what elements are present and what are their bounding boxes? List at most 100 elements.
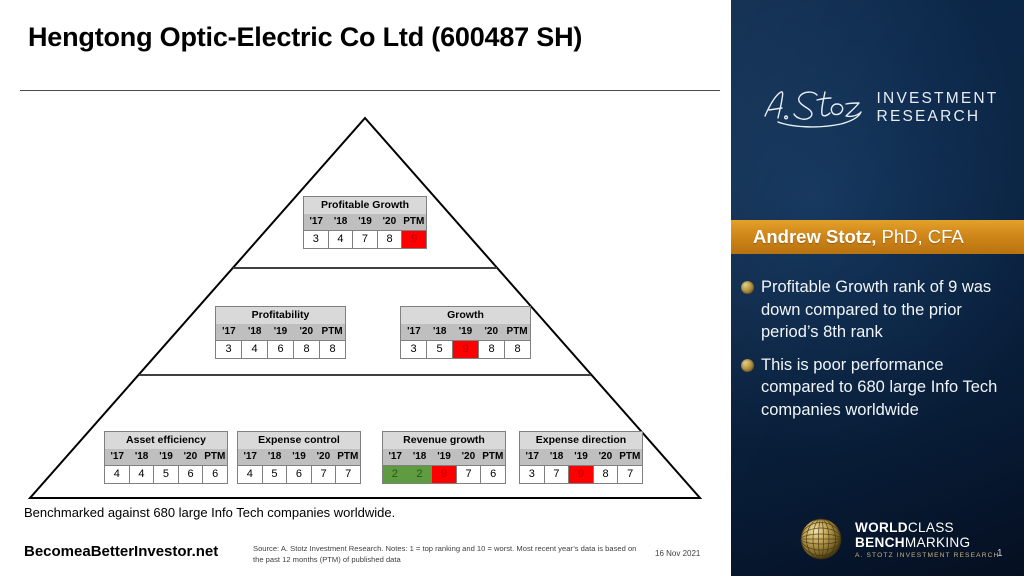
sphere-bullet-icon [741,358,754,372]
metric-year-header: '19 [292,451,306,462]
metric-year-header: '20 [484,326,499,337]
metric-year-header-row: '17 '18 '19 '20 PTM [105,449,227,465]
metric-value-cell: 8 [505,340,530,358]
metric-year-header: '19 [574,451,588,462]
metric-year-header: '17 [222,326,236,337]
a-stotz-signature-icon [763,91,862,128]
metric-value-cell: 2 [383,465,408,483]
metric-year-header: '20 [382,216,397,227]
brand-logo: INVESTMENT RESEARCH [731,72,1024,144]
metric-year-header-row: '17 '18 '19 '20 PTM [383,449,505,465]
metric-value-cell: 7 [336,465,360,483]
metric-year-header: '20 [183,451,198,462]
metric-year-header: '20 [598,451,613,462]
metric-year-header: '18 [333,216,348,227]
page-title: Hengtong Optic-Electric Co Ltd (600487 S… [28,22,583,52]
metric-value-cell: 8 [320,340,345,358]
slide-main-area: Hengtong Optic-Electric Co Ltd (600487 S… [20,22,720,564]
metric-value-cell: 7 [353,230,378,248]
bullet-text: Profitable Growth rank of 9 was down com… [761,278,992,341]
metric-year-header: '19 [458,326,473,337]
metric-year-header: '17 [243,451,257,462]
brand-line-research: RESEARCH [876,108,981,125]
brand-line-investment: INVESTMENT [876,89,999,107]
worldclass-benchmarking-logo: WORLDCLASS BENCHMARKING A. STOTZ INVESTM… [796,514,999,564]
list-item: Profitable Growth rank of 9 was down com… [741,276,1021,344]
sphere-bullet-icon [741,281,754,294]
sidebar-panel: INVESTMENT RESEARCH [731,0,1024,576]
metric-value-cell: 7 [618,465,642,483]
title-divider-rule [20,90,720,91]
page-number: 1 [997,548,1003,559]
metric-year-header: '17 [388,451,402,462]
metric-year-header: '18 [267,451,282,462]
metric-year-header: '19 [358,216,372,227]
metric-value-cell: 5 [262,465,288,483]
metric-year-header: PTM [482,451,504,462]
metric-value-cell: 3 [304,230,329,248]
metric-box-title: Profitability [216,307,345,324]
metric-year-header: '18 [134,451,149,462]
metric-value-cell: 4 [129,465,155,483]
metric-value-cell: 6 [268,340,294,358]
metric-value-cell: 6 [481,465,505,483]
metric-value-cell: 9 [402,230,426,248]
metric-value-cell: 2 [407,465,433,483]
metric-year-header: '18 [412,451,427,462]
metric-year-header: '18 [432,326,447,337]
metric-box-title: Expense direction [520,432,642,449]
metric-year-header: '19 [159,451,173,462]
metric-value-cell: 4 [238,465,263,483]
wcb-line-benchmarking: BENCHMARKING [855,535,999,550]
metric-year-header: PTM [506,326,528,337]
metric-year-header: PTM [321,326,343,337]
presenter-credentials: PhD, CFA [876,226,964,247]
metric-value-cell: 9 [453,340,479,358]
metric-value-cell: 8 [593,465,619,483]
metric-year-header: PTM [204,451,226,462]
worldclass-wordmark: WORLDCLASS BENCHMARKING A. STOTZ INVESTM… [855,520,999,559]
metric-year-header: '17 [309,216,323,227]
metric-value-cell: 8 [377,230,403,248]
metric-year-header: '20 [461,451,476,462]
metric-value-cell: 6 [178,465,204,483]
metric-year-header: '18 [549,451,564,462]
wcb-word-bench: BENCH [855,534,905,550]
metric-value-cell: 3 [401,340,427,358]
metric-year-header: '19 [437,451,451,462]
metric-box-title: Profitable Growth [304,197,426,214]
metric-box-title: Revenue growth [383,432,505,449]
metric-value-cell: 3 [520,465,545,483]
benchmark-note: Benchmarked against 680 large Info Tech … [24,505,396,520]
metric-value-cell: 7 [311,465,337,483]
metric-value-cell: 3 [216,340,242,358]
slide-date: 16 Nov 2021 [655,549,701,558]
metric-value-cell: 5 [154,465,179,483]
metric-value-cell: 4 [105,465,130,483]
metric-year-header: '17 [525,451,539,462]
metric-year-header: PTM [337,451,359,462]
metric-year-header: '17 [407,326,421,337]
metric-year-header: PTM [403,216,425,227]
site-url-label[interactable]: BecomeaBetterInvestor.net [24,543,219,560]
metric-value-cell: 4 [242,340,268,358]
wcb-line-world-class: WORLDCLASS [855,520,999,535]
metric-year-header: '20 [316,451,331,462]
presenter-name-band: Andrew Stotz, PhD, CFA [731,220,1024,254]
metric-year-header: '17 [110,451,124,462]
metric-year-header: '19 [273,326,288,337]
